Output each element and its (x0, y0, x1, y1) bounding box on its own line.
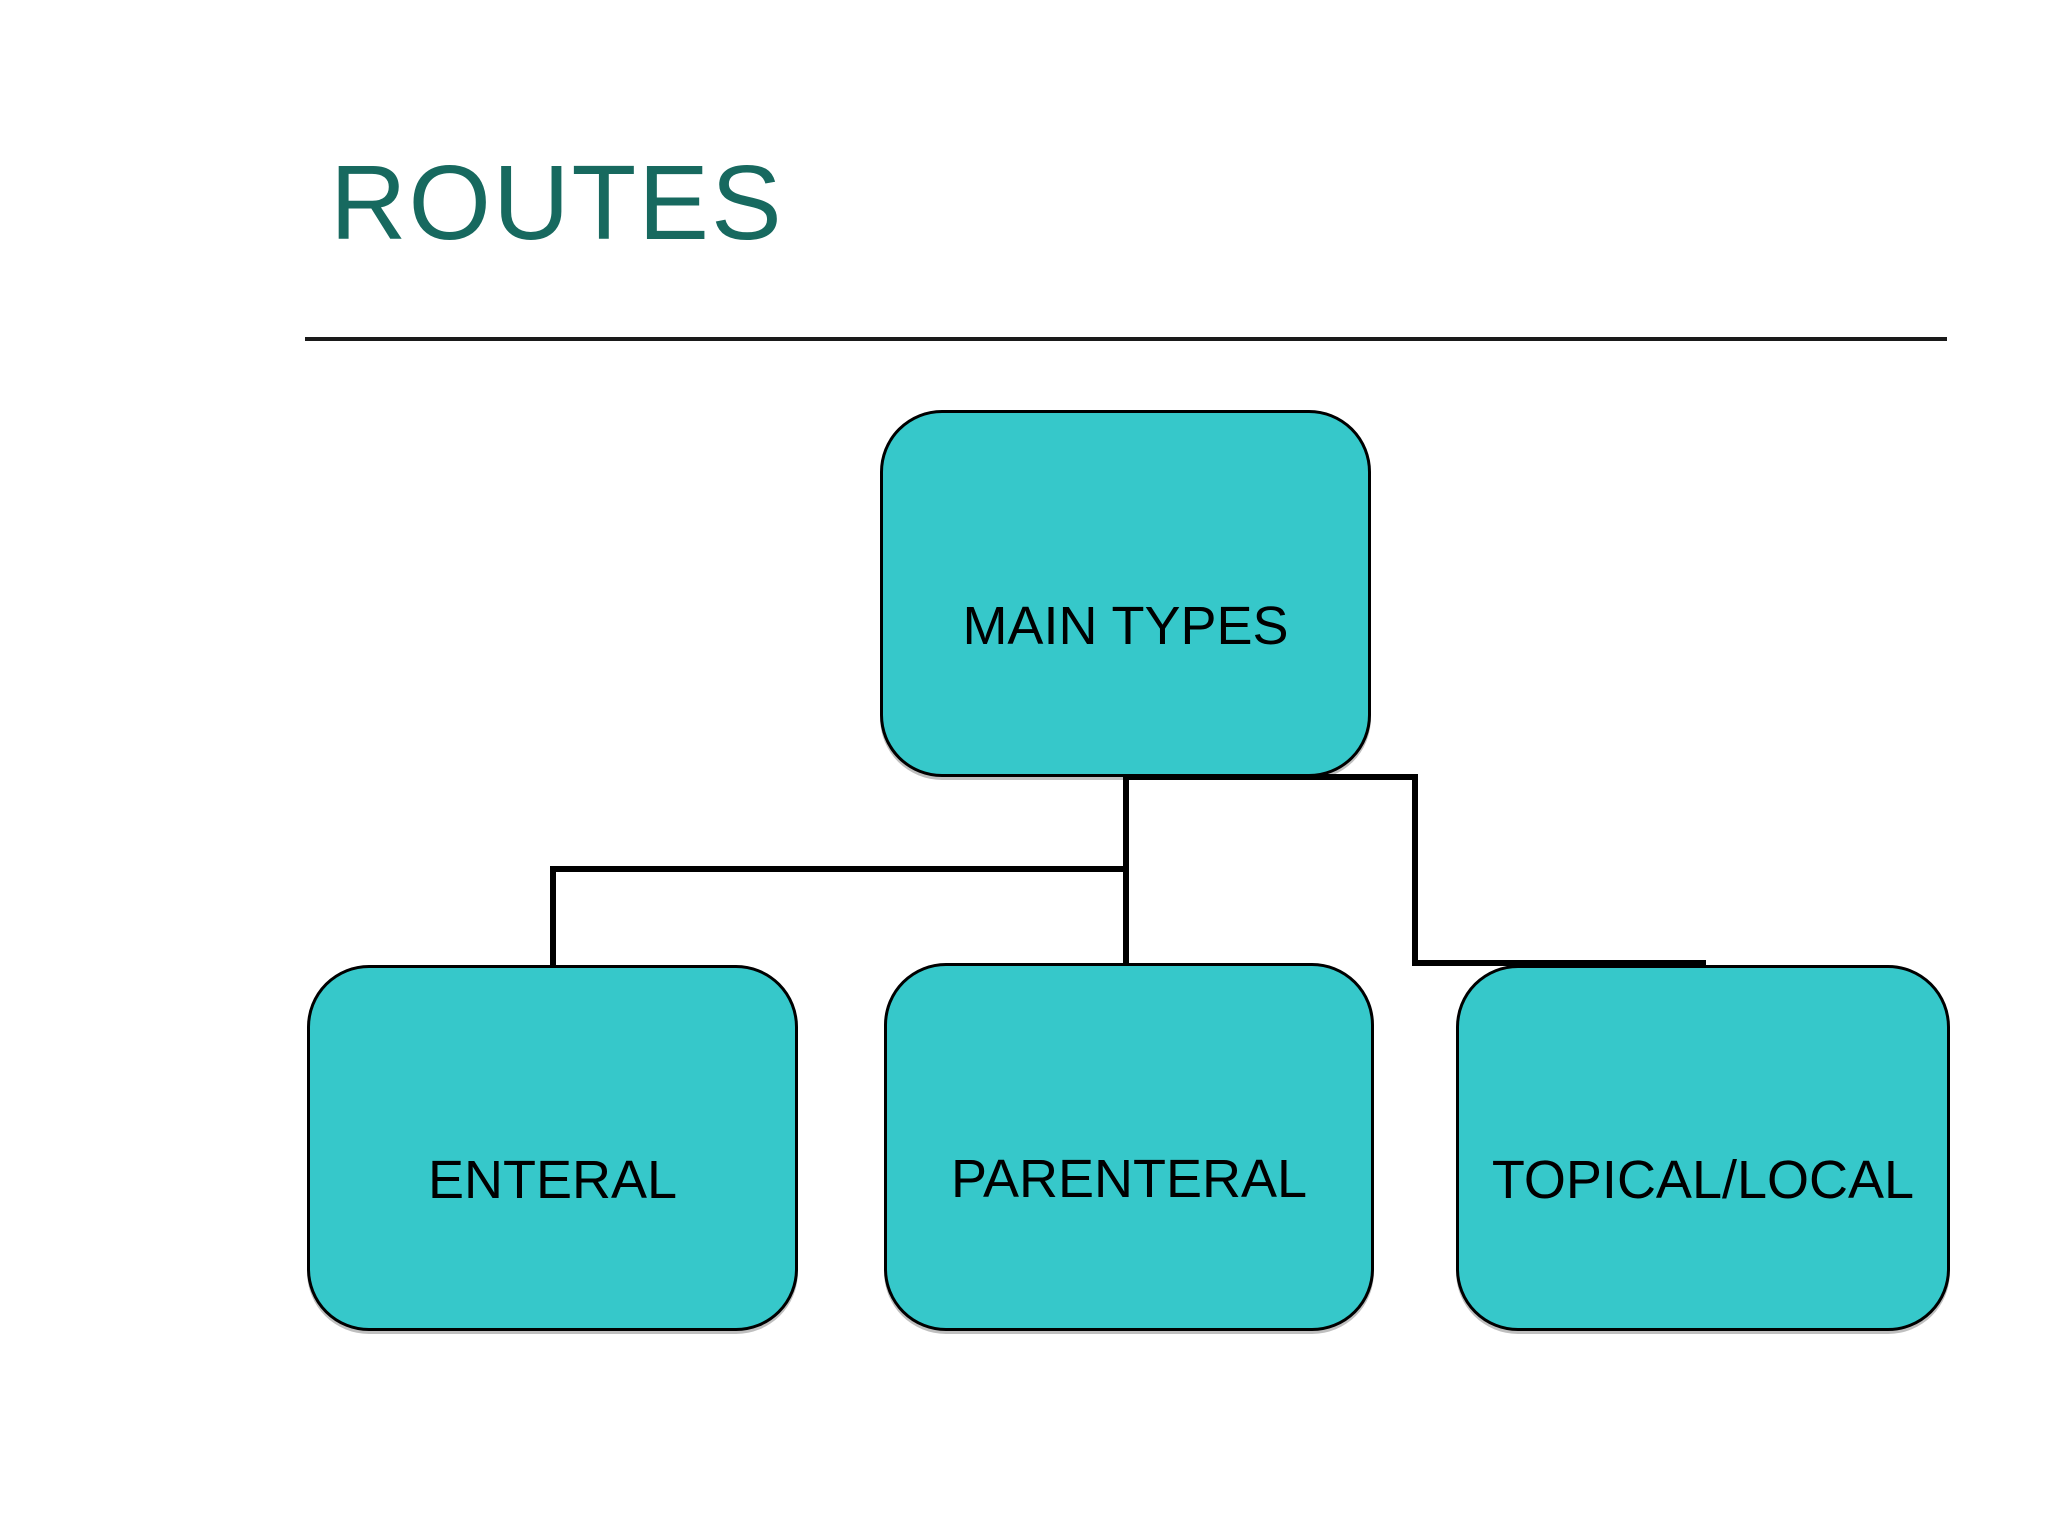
connector-root-to-parenteral (1123, 776, 1129, 968)
node-topical-local-label: TOPICAL/LOCAL (1491, 1150, 1915, 1210)
title-divider (305, 337, 1947, 341)
connector-root-to-topical-vertical (1412, 774, 1418, 966)
connector-root-to-topical-bottom-horizontal (1412, 960, 1706, 966)
connector-root-to-enteral-horizontal (550, 866, 1129, 872)
connector-root-to-topical-top-horizontal (1123, 774, 1418, 780)
node-enteral: ENTERAL (307, 965, 798, 1331)
connector-root-to-enteral-vertical (550, 866, 556, 970)
node-enteral-label: ENTERAL (427, 1150, 678, 1210)
node-main-types: MAIN TYPES (880, 410, 1371, 777)
node-topical-local: TOPICAL/LOCAL (1456, 965, 1950, 1331)
node-main-types-label: MAIN TYPES (962, 595, 1289, 656)
node-parenteral: PARENTERAL (884, 963, 1374, 1331)
node-parenteral-label: PARENTERAL (950, 1149, 1308, 1209)
slide-title: ROUTES (330, 144, 784, 262)
